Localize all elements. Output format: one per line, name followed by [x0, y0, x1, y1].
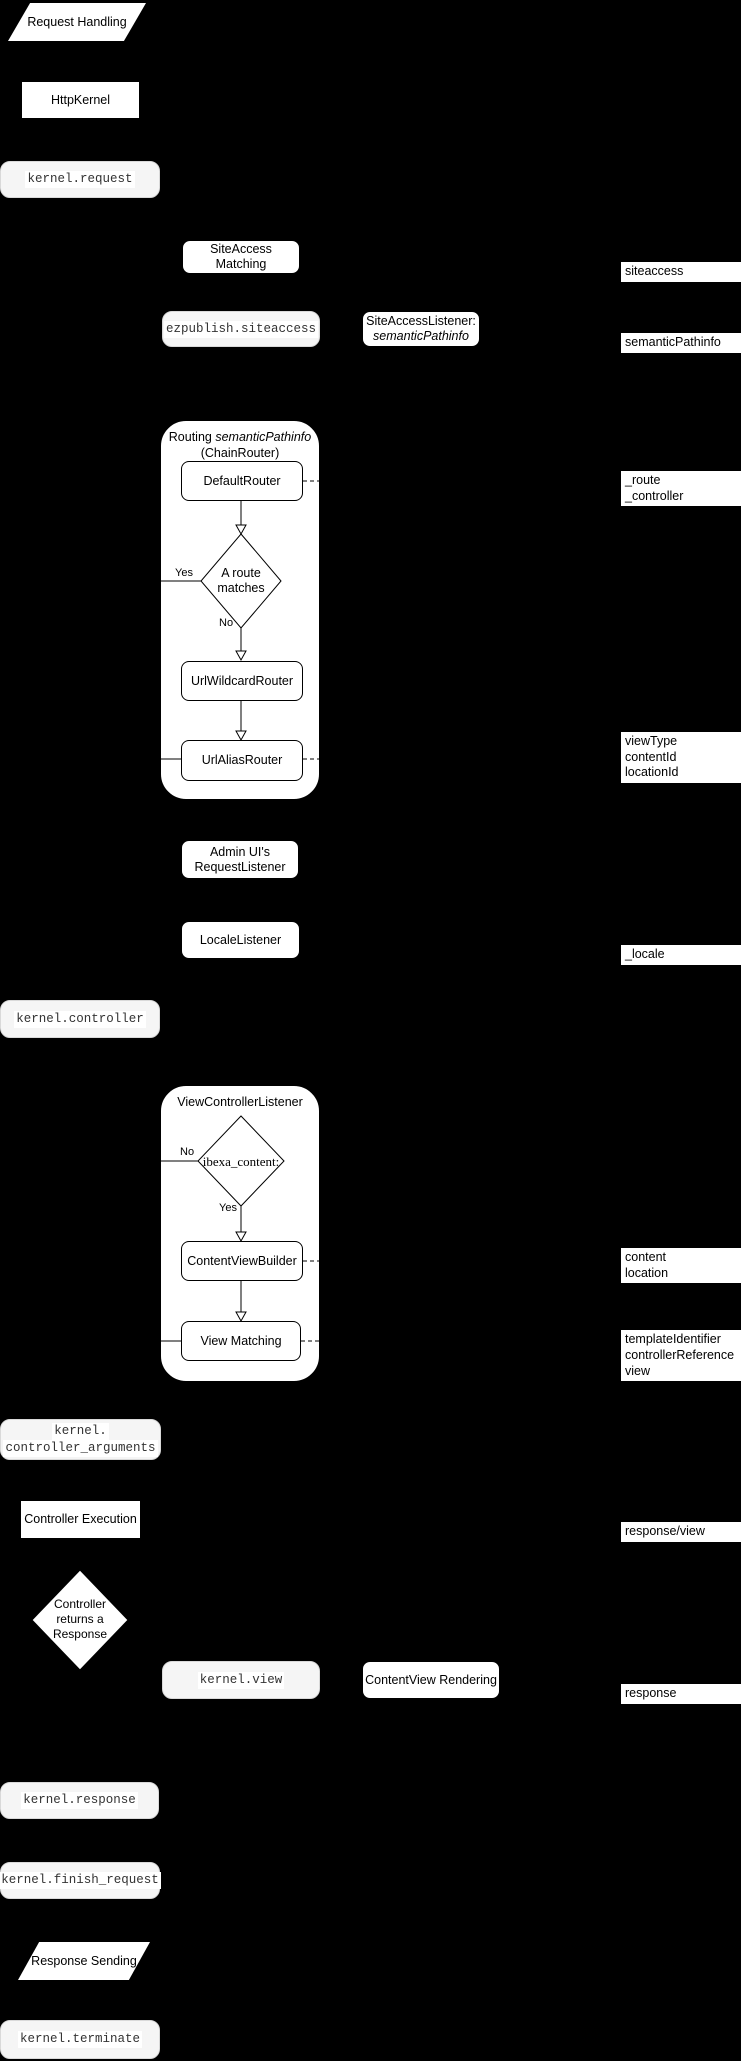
url-alias-router-label: UrlAliasRouter	[201, 753, 283, 767]
start-terminator: Request Handling	[8, 3, 146, 41]
routing-no-label: No	[219, 617, 234, 629]
route-matches-line1: A route	[221, 566, 261, 580]
side-label-template-line2: controllerReference	[625, 1347, 735, 1362]
side-label-view-params: viewType contentId locationId	[621, 732, 741, 783]
side-label-content: content location	[621, 1248, 741, 1283]
siteaccess-listener-line2: semanticPathinfo	[373, 329, 469, 343]
event-kernel-controller: kernel.controller	[0, 1000, 160, 1038]
side-label-response-view: response/view	[621, 1522, 741, 1542]
controller-returns-line2: returns a	[56, 1612, 104, 1626]
controller-returns-diamond	[31, 1569, 129, 1671]
side-label-template-line1: templateIdentifier	[625, 1332, 721, 1346]
side-label-locale: _locale	[621, 945, 741, 965]
start-label: Request Handling	[27, 14, 127, 29]
side-label-locale-line: _locale	[625, 947, 665, 961]
default-router-box: DefaultRouter	[181, 461, 303, 501]
admin-ui-line2: RequestListener	[194, 859, 286, 874]
routing-connectors	[161, 480, 321, 760]
event-controller-arguments-line2: controller_arguments	[3, 1439, 158, 1457]
side-label-view-params-line1: viewType	[625, 734, 678, 748]
side-label-route: _route _controller	[621, 471, 741, 506]
route-matches-decision-label: A route matches	[201, 566, 281, 596]
event-kernel-view: kernel.view	[162, 1661, 320, 1699]
view-matching-label: View Matching	[200, 1333, 282, 1348]
routing-yes-label: Yes	[175, 567, 193, 579]
side-label-response-line: response	[625, 1686, 677, 1700]
routing-title-line2: (ChainRouter)	[200, 446, 280, 460]
event-kernel-terminate: kernel.terminate	[0, 2020, 160, 2059]
side-label-view: view	[621, 1363, 741, 1381]
event-kernel-response: kernel.response	[0, 1782, 159, 1819]
controller-execution-box: Controller Execution	[20, 1500, 141, 1539]
content-view-builder-label: ContentViewBuilder	[187, 1253, 297, 1268]
side-label-siteaccess-line: siteaccess	[625, 264, 684, 278]
url-wildcard-router-box: UrlWildcardRouter	[181, 661, 303, 701]
side-label-response-view-line: response/view	[625, 1524, 705, 1538]
routing-title-prefix: Routing	[168, 430, 216, 444]
locale-listener-box: LocaleListener	[181, 921, 300, 959]
event-controller-arguments-line1: kernel.	[52, 1422, 109, 1440]
side-label-view-line: view	[625, 1364, 651, 1378]
event-kernel-response-label: kernel.response	[21, 1792, 138, 1809]
siteaccess-listener-line1: SiteAccessListener:	[366, 314, 476, 328]
event-ezpublish-siteaccess: ezpublish.siteaccess	[162, 311, 320, 347]
locale-listener-label: LocaleListener	[199, 932, 282, 947]
event-kernel-view-label: kernel.view	[197, 1671, 285, 1689]
side-label-template: templateIdentifier controllerReference	[621, 1330, 741, 1365]
response-sending-terminator: Response Sending	[18, 1942, 150, 1980]
http-kernel-label: HttpKernel	[50, 92, 111, 107]
view-controller-listener-container: ViewControllerListener ibexa_content: No…	[160, 1085, 321, 1382]
side-label-route-line2: _controller	[625, 488, 684, 503]
side-label-content-line1: content	[625, 1250, 667, 1264]
siteaccess-matching-label: SiteAccess Matching	[210, 242, 272, 271]
admin-ui-line1: Admin UI's	[209, 844, 271, 859]
side-label-view-params-line3: locationId	[625, 765, 679, 779]
http-kernel-box: HttpKernel	[21, 81, 140, 119]
default-router-label: DefaultRouter	[203, 473, 281, 488]
event-kernel-request: kernel.request	[0, 161, 160, 198]
siteaccess-matching-box: SiteAccess Matching	[182, 240, 300, 274]
view-listener-title: ViewControllerListener	[177, 1095, 303, 1109]
side-label-semantic-pathinfo-line: semanticPathinfo	[625, 335, 721, 349]
side-label-semantic-pathinfo: semanticPathinfo	[621, 333, 741, 353]
controller-returns-label: Controller returns a Response	[30, 1597, 130, 1642]
side-label-route-line1: _route	[625, 473, 661, 487]
controller-returns-line3: Response	[52, 1627, 108, 1641]
routing-container: Routing semanticPathinfo (ChainRouter) D…	[160, 420, 321, 800]
response-sending-label: Response Sending	[31, 1953, 137, 1968]
siteaccess-listener-box: SiteAccessListener: semanticPathinfo	[362, 311, 480, 347]
routing-title: Routing semanticPathinfo	[161, 429, 319, 445]
controller-execution-label: Controller Execution	[24, 1512, 137, 1526]
routing-title-italic: semanticPathinfo	[215, 430, 312, 444]
view-matching-box: View Matching	[181, 1321, 301, 1361]
content-view-rendering-label: ContentView Rendering	[365, 1672, 497, 1687]
controller-returns-line1: Controller	[53, 1597, 107, 1611]
event-kernel-finish-request-label: kernel.finish_request	[0, 1872, 161, 1889]
route-matches-line2: matches	[217, 581, 265, 595]
event-kernel-controller-arguments: kernel. controller_arguments	[0, 1419, 161, 1460]
ibexa-content-decision-label: ibexa_content:	[202, 1154, 280, 1169]
event-kernel-controller-label: kernel.controller	[14, 1010, 146, 1028]
content-view-builder-box: ContentViewBuilder	[181, 1241, 303, 1281]
url-wildcard-router-label: UrlWildcardRouter	[190, 673, 294, 688]
view-listener-connectors	[161, 1115, 321, 1342]
event-ezpublish-siteaccess-label: ezpublish.siteaccess	[163, 320, 319, 338]
event-kernel-terminate-label: kernel.terminate	[17, 2031, 143, 2048]
view-listener-yes-label: Yes	[219, 1202, 237, 1214]
side-label-view-params-line2: contentId	[625, 749, 677, 764]
view-listener-no-label: No	[180, 1146, 195, 1158]
side-label-response: response	[621, 1684, 741, 1704]
event-kernel-request-label: kernel.request	[25, 171, 135, 188]
url-alias-router-box: UrlAliasRouter	[181, 740, 303, 781]
side-label-content-line2: location	[625, 1265, 669, 1280]
content-view-rendering-box: ContentView Rendering	[362, 1661, 500, 1699]
event-kernel-finish-request: kernel.finish_request	[0, 1862, 161, 1899]
admin-ui-request-listener-box: Admin UI's RequestListener	[181, 840, 299, 879]
side-label-siteaccess: siteaccess	[621, 262, 741, 282]
